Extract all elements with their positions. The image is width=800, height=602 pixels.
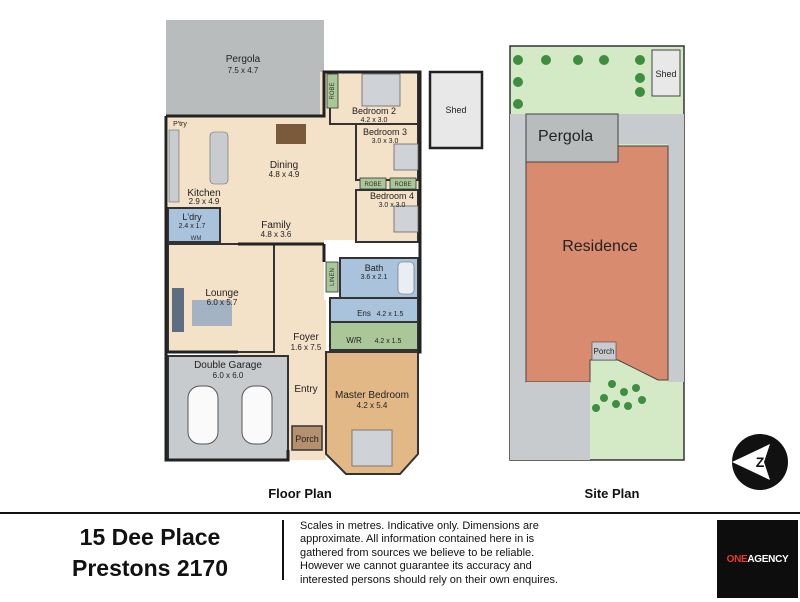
laundry-label: L'dry: [182, 212, 202, 222]
site-shed-label: Shed: [655, 69, 676, 79]
kitchen-island: [209, 131, 229, 185]
bedroom-2-bed: [361, 73, 401, 107]
kitchen-dims: 2.9 x 4.9: [189, 197, 220, 206]
site-porch-label: Porch: [594, 347, 615, 356]
foyer-label: Foyer: [293, 332, 319, 343]
walkin-dims: 4.2 x 1.5: [375, 338, 402, 345]
family-dims: 4.8 x 3.6: [261, 230, 292, 239]
ensuite-dims: 4.2 x 1.5: [377, 311, 404, 318]
garage-dims: 6.0 x 6.0: [213, 371, 244, 380]
bath-dims: 3.6 x 2.1: [361, 274, 388, 281]
master-label: Master Bedroom: [335, 390, 409, 401]
svg-text:Z: Z: [756, 454, 765, 470]
pantry-label: P'try: [173, 121, 187, 128]
disclaimer-text: Scales in metres. Indicative only. Dimen…: [300, 520, 559, 586]
laundry-room: [167, 207, 221, 243]
bedroom-4-label: Bedroom 4: [370, 191, 414, 201]
agency-logo: ONEAGENCY: [717, 520, 798, 598]
porch-area: [291, 425, 323, 451]
site-trees: [513, 55, 646, 412]
site-porch: [591, 341, 617, 361]
bedroom-3-dims: 3.0 x 3.0: [372, 138, 399, 145]
lounge-room: [167, 243, 275, 353]
bath-label: Bath: [365, 263, 384, 273]
site-driveway: [526, 382, 590, 460]
bedroom-2-dims: 4.2 x 3.0: [361, 117, 388, 124]
bedroom-4-dims: 3.0 x 3.0: [379, 202, 406, 209]
bedroom-4-bed: [393, 205, 419, 233]
master-dims: 4.2 x 5.4: [357, 401, 388, 410]
family-label: Family: [261, 220, 290, 231]
address-line2: Prestons 2170: [72, 555, 228, 581]
bedroom-3-label: Bedroom 3: [363, 127, 407, 137]
house-outline: [164, 70, 422, 462]
floor-plan-drawing: Pergola 7.5 x 4.7 Bedroom 2 4.2 x 3.0 RO…: [164, 20, 788, 501]
logo-one: ONE: [726, 553, 748, 565]
linen-cupboard: [325, 261, 339, 293]
robe-bed2-label: ROBE: [330, 82, 336, 99]
dining-table: [276, 124, 306, 144]
laundry-dims: 2.4 x 1.7: [179, 223, 206, 230]
robe-bed3-label: ROBE: [364, 182, 381, 188]
bedroom-3-bed: [393, 143, 419, 171]
walkin-label: W/R: [346, 336, 362, 345]
ensuite-room: [329, 297, 419, 323]
footer-divider: [282, 520, 284, 580]
foyer-dims: 1.6 x 7.5: [291, 343, 322, 352]
shed-building: [428, 70, 484, 150]
site-pergola: [525, 113, 619, 163]
bedroom-2-label: Bedroom 2: [352, 106, 396, 116]
dining-dims: 4.8 x 4.9: [269, 170, 300, 179]
kitchen-bench: [168, 129, 180, 203]
robe-bed2: [326, 73, 339, 109]
pergola-area: [166, 20, 324, 116]
site-paving-side: [510, 114, 526, 460]
porch-label: Porch: [295, 434, 319, 444]
site-plan: Pergola Residence Porch Shed: [509, 45, 685, 461]
footer: 15 Dee Place Prestons 2170 Scales in met…: [0, 512, 800, 602]
site-shed: [651, 49, 681, 97]
shed-label: Shed: [445, 105, 466, 115]
site-paving-side-right: [668, 114, 684, 382]
garage-label: Double Garage: [194, 360, 262, 371]
address-line1: 15 Dee Place: [79, 524, 221, 550]
site-residence-label: Residence: [562, 238, 638, 255]
site-pergola-label: Pergola: [538, 128, 593, 145]
laundry-wm: WM: [191, 236, 202, 242]
ensuite-label: Ens: [357, 309, 371, 318]
walkin-robe: [329, 321, 419, 351]
linen-label: LINEN: [330, 268, 336, 286]
lounge-label: Lounge: [205, 288, 239, 299]
lounge-sofa: [172, 288, 184, 332]
robe-bed4-label: ROBE: [394, 182, 411, 188]
lounge-rug: [192, 300, 232, 326]
logo-agency: AGENCY: [747, 553, 789, 565]
bathtub: [397, 261, 415, 295]
car-right: [241, 385, 273, 445]
pergola-dims: 7.5 x 4.7: [228, 66, 259, 75]
car-left: [187, 385, 219, 445]
lounge-dims: 6.0 x 5.7: [207, 298, 238, 307]
master-bed: [351, 429, 393, 467]
entry-label: Entry: [294, 384, 317, 395]
north-arrow-icon: Z: [732, 434, 788, 490]
site-plan-caption: Site Plan: [585, 486, 640, 501]
floor-plan-caption: Floor Plan: [268, 486, 332, 501]
dining-label: Dining: [270, 160, 298, 171]
kitchen-label: Kitchen: [187, 188, 220, 199]
pergola-label: Pergola: [226, 54, 261, 65]
property-address: 15 Dee Place Prestons 2170: [40, 522, 260, 584]
